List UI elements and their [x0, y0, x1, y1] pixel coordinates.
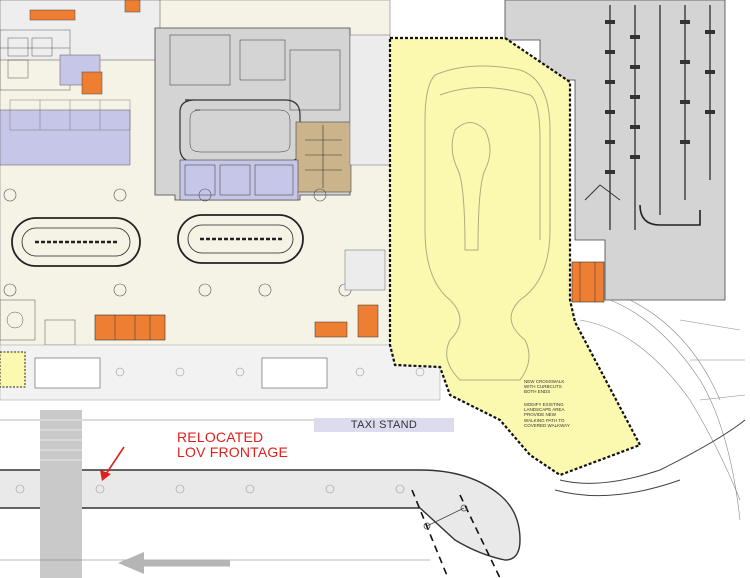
blue-zone-left: [0, 109, 131, 166]
loop-road-outline: [424, 65, 551, 381]
relocated-label-line2: LOV FRONTAGE: [177, 444, 289, 460]
crosswalk: [40, 410, 82, 578]
taxi-stand-label: TAXI STAND: [314, 418, 454, 432]
orange-zone-bottom: [94, 314, 166, 341]
direction-arrow-icon: [118, 552, 230, 574]
landscape-note: MODIFY EXISTING LANDSCAPE AREA PROVIDE N…: [524, 402, 570, 428]
relocated-label-line1: RELOCATED: [177, 429, 264, 445]
baggage-carousels: [11, 214, 304, 267]
red-pointer-arrow-icon: [100, 446, 125, 481]
orange-zone-right: [571, 261, 605, 303]
crosswalk-note: NEW CROSSWALK WITH CURBCUTS BOTH ENDS: [524, 379, 565, 395]
tan-zone: [295, 121, 352, 193]
blue-zone-center: [179, 159, 299, 201]
relocated-label: RELOCATED LOV FRONTAGE: [177, 430, 288, 460]
